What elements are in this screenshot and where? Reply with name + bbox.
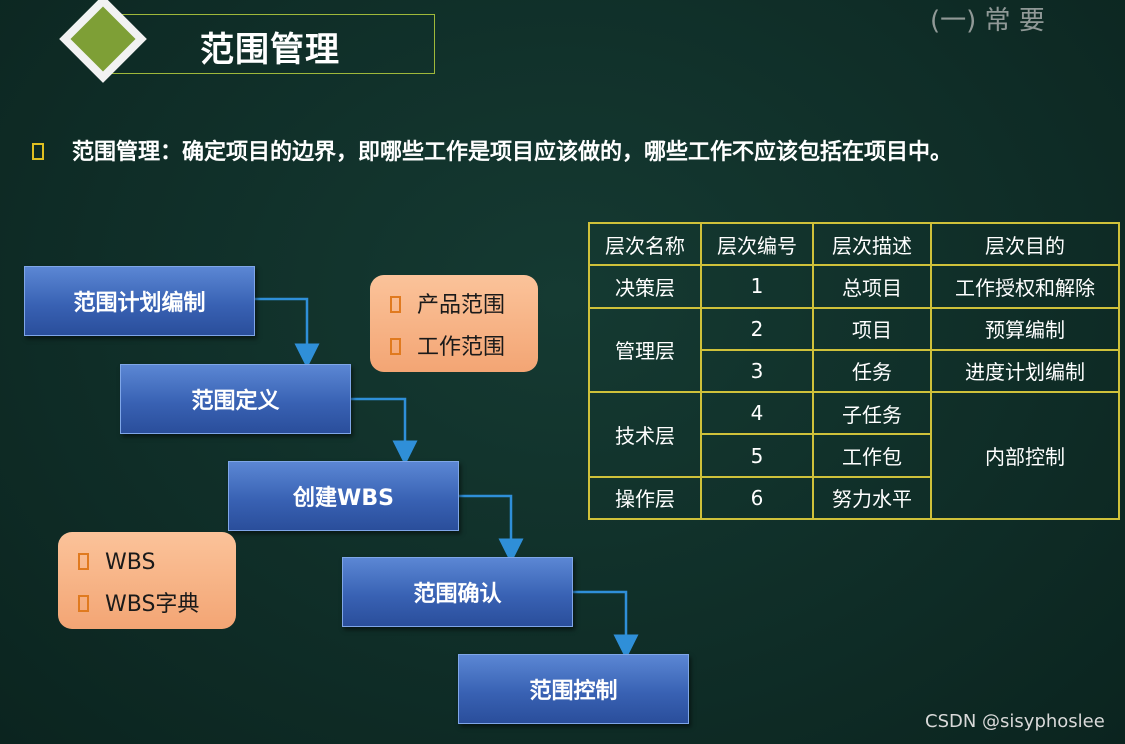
step-scope-definition: 范围定义: [120, 364, 351, 434]
list-item: 工作范围: [390, 327, 538, 369]
cell-purpose: 进度计划编制: [930, 348, 1120, 394]
header-level-name: 层次名称: [588, 221, 702, 267]
cell-number: 3: [700, 348, 814, 394]
cell-level: 操作层: [588, 475, 702, 521]
cell-level: 决策层: [588, 264, 702, 309]
bullet-icon: [78, 595, 89, 612]
table-row: 3 任务 进度计划编制: [589, 348, 1120, 394]
table-row: 操作层 6 努力水平: [588, 475, 1119, 521]
header-level-number: 层次编号: [700, 221, 814, 267]
cell-number: 2: [700, 306, 814, 351]
table-row: 决策层 1 总项目 工作授权和解除: [588, 264, 1120, 309]
step-scope-verification: 范围确认: [342, 557, 573, 627]
cell-purpose: 内部控制: [930, 391, 1120, 520]
cell-desc: 项目: [812, 306, 932, 351]
watermark: CSDN @sisyphoslee: [925, 711, 1105, 732]
cell-number: 4: [700, 391, 814, 436]
cell-desc: 子任务: [812, 391, 932, 436]
step-create-wbs: 创建WBS: [228, 461, 459, 531]
header-level-desc: 层次描述: [812, 221, 932, 267]
page-title: 范围管理: [200, 30, 340, 70]
table-row: 技术层 4 子任务 内部控制: [588, 391, 1120, 520]
cell-number: 5: [700, 433, 814, 478]
cell-desc: 任务: [812, 348, 932, 394]
table-header-row: 层次名称 层次编号 层次描述 层次目的: [588, 221, 1120, 267]
step-scope-planning: 范围计划编制: [24, 266, 255, 336]
arrow-2: [351, 397, 418, 466]
list-item: 产品范围: [390, 285, 538, 327]
list-item: WBS: [78, 542, 236, 584]
definition-text: 范围管理：确定项目的边界，即哪些工作是项目应该做的，哪些工作不应该包括在项目中。: [32, 134, 952, 166]
bullet-icon: [390, 338, 401, 355]
bullet-icon: [78, 553, 89, 570]
arrow-4: [573, 590, 639, 660]
cell-number: 1: [700, 264, 814, 309]
cell-level: 技术层: [588, 391, 702, 478]
bullet-icon: [390, 296, 401, 313]
cell-desc: 工作包: [812, 433, 932, 478]
corner-decoration: (一) 常 要: [930, 6, 1045, 36]
header-level-purpose: 层次目的: [930, 221, 1120, 267]
cell-desc: 努力水平: [812, 475, 932, 521]
list-item: WBS字典: [78, 584, 236, 626]
note-scope-types: 产品范围 工作范围: [370, 275, 538, 372]
arrow-3: [459, 494, 524, 564]
arrow-1: [255, 297, 320, 369]
note-wbs-outputs: WBS WBS字典: [58, 532, 236, 629]
definition-label: 范围管理：确定项目的边界，即哪些工作是项目应该做的，哪些工作不应该包括在项目中。: [72, 140, 953, 165]
cell-desc: 总项目: [812, 264, 932, 309]
levels-table: 层次名称 层次编号 层次描述 层次目的 决策层 1 总项目 工作授权和解除 管理…: [588, 221, 1120, 521]
cell-purpose: 预算编制: [930, 306, 1120, 351]
table-row: 5 工作包: [589, 433, 1119, 478]
table-row: 管理层 2 项目 预算编制: [588, 306, 1120, 394]
cell-purpose: 工作授权和解除: [930, 264, 1120, 309]
step-scope-control: 范围控制: [458, 654, 689, 724]
bullet-icon: [32, 143, 44, 160]
cell-number: 6: [700, 475, 814, 521]
cell-level: 管理层: [588, 306, 702, 394]
